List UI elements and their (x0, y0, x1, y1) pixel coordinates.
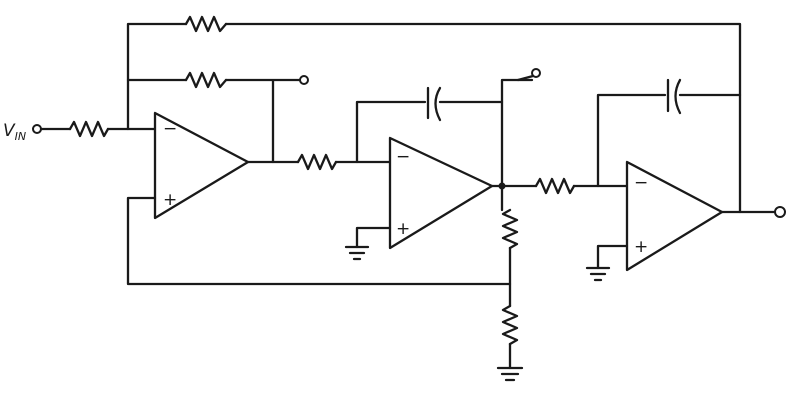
bandpass-output-terminal (531, 68, 541, 78)
op-amp-3-inverting-sign: − (634, 173, 648, 193)
damping-resistor-upper (501, 208, 519, 250)
op-amp-1-inverting-sign: − (163, 119, 177, 139)
stage-2-output-wire (490, 78, 538, 212)
op-amp-1 (153, 111, 250, 220)
stage-2-ground-symbol (344, 245, 370, 261)
damping-resistor-lower (501, 304, 519, 346)
stage-3-ground-wire (596, 244, 629, 270)
input-resistor (68, 120, 110, 138)
stage-2-capacitor-plate-b (434, 86, 442, 122)
op-amp-3-noninverting-sign: + (634, 237, 648, 257)
lowpass-output-terminal (774, 206, 786, 218)
stage-2-ground-wire (355, 226, 392, 249)
top-feedback-wire (126, 22, 742, 214)
stage-3-capacitor-plate-b (674, 78, 682, 115)
input-label: VIN (3, 121, 26, 143)
stage-2-capacitor-wire (355, 100, 504, 164)
stage-2-output-junction (498, 182, 506, 190)
divider-ground-symbol (496, 366, 524, 382)
stage-1-bias-wire (126, 196, 512, 286)
op-amp-2-noninverting-sign: + (396, 219, 410, 239)
stage-3-input-resistor (534, 177, 576, 195)
top-feedback-resistor (184, 15, 228, 33)
highpass-output-terminal (299, 75, 309, 85)
stage-3-ground-symbol (585, 266, 611, 282)
input-terminal (32, 124, 42, 134)
stage-1-feedback-wire (126, 78, 302, 164)
op-amp-2-inverting-sign: − (396, 147, 410, 167)
stage-2-input-resistor (296, 153, 338, 171)
op-amp-2 (388, 136, 494, 250)
op-amp-3 (625, 160, 724, 272)
bandpass-tap-wire (516, 74, 535, 82)
stage-1-feedback-resistor (184, 71, 228, 89)
stage-3-capacitor-wire (596, 93, 742, 188)
op-amp-1-noninverting-sign: + (163, 190, 177, 210)
